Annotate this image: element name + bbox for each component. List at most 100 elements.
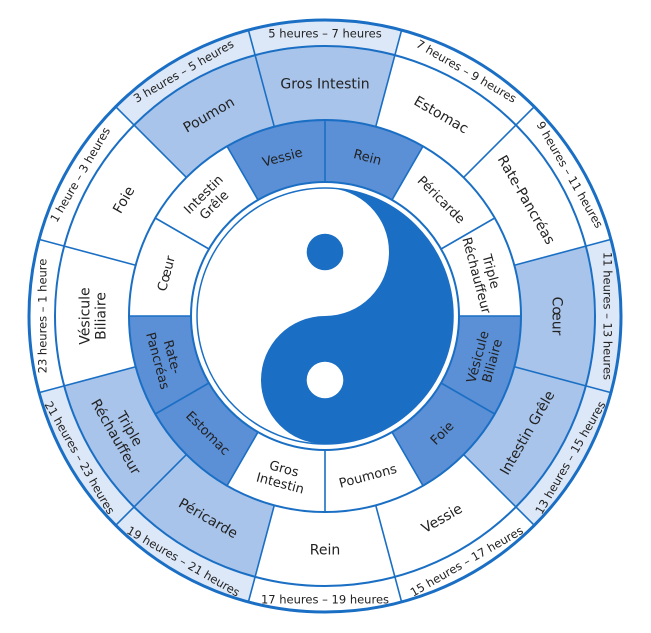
divider-line xyxy=(63,365,136,387)
inner-organ-label-line: Rein xyxy=(352,147,383,169)
time-segment-7 xyxy=(585,239,621,393)
time-segment-9 xyxy=(394,506,535,602)
inner-organ-segment-5 xyxy=(392,146,495,249)
time-segment-10 xyxy=(248,576,402,612)
time-segment-11 xyxy=(115,506,256,602)
inner-organ-segment-11 xyxy=(155,383,258,486)
time-label-10: 17 heures – 19 heures xyxy=(261,592,389,606)
time-segment-12 xyxy=(39,385,135,526)
divider-line xyxy=(391,431,424,487)
outer-organ-segment-3 xyxy=(134,55,275,178)
divider-line xyxy=(463,124,517,178)
outer-organ-label-7: Cœur xyxy=(549,297,565,336)
inner-organ-label-12: Rate-Pancréas xyxy=(142,327,186,391)
divider-line xyxy=(515,106,535,126)
outer-organ-label-line: Biliaire xyxy=(93,292,109,340)
divider-line xyxy=(394,29,403,56)
divider-line xyxy=(115,506,135,526)
inner-organ-segment-1 xyxy=(129,218,209,316)
divider-line xyxy=(154,217,210,250)
inner-organ-segment-7 xyxy=(441,316,521,414)
ring-circle xyxy=(128,119,522,513)
divider-line xyxy=(254,54,276,127)
time-label-line: 5 heures – 7 heures xyxy=(268,26,381,40)
divider-line xyxy=(374,54,396,127)
divider-line xyxy=(391,145,424,201)
inner-organ-segment-3 xyxy=(227,120,325,200)
ring-segments xyxy=(29,20,621,612)
time-segment-1 xyxy=(29,239,65,393)
divider-line xyxy=(254,505,276,578)
inner-organ-segment-10 xyxy=(227,432,325,512)
ring-circle xyxy=(54,45,596,587)
outer-organ-segment-6 xyxy=(463,125,586,266)
time-segment-8 xyxy=(515,385,611,526)
time-label-7: 11 heures – 13 heures xyxy=(601,252,615,380)
inner-organ-segment-8 xyxy=(392,383,495,486)
divider-line xyxy=(38,385,65,394)
outer-organ-label-line: Cœur xyxy=(549,297,565,336)
outer-organ-segment-7 xyxy=(514,246,595,386)
ring-circles xyxy=(27,18,623,614)
inner-organ-segment-12 xyxy=(129,316,209,414)
divider-line xyxy=(463,454,517,508)
divider-line xyxy=(585,385,612,394)
outer-organ-segment-11 xyxy=(134,454,275,577)
divider-line xyxy=(247,29,256,56)
inner-organ-label-4: Rein xyxy=(352,147,383,169)
divider-line xyxy=(440,217,496,250)
divider-line xyxy=(514,365,587,387)
yin-yang-dot-light xyxy=(306,361,344,399)
outer-organ-segment-9 xyxy=(375,454,516,577)
time-label-line: 23 heures – 1 heure xyxy=(35,259,49,374)
outer-organ-label-line: Vésicule xyxy=(77,287,93,344)
divider-line xyxy=(38,238,65,247)
inner-organ-segment-4 xyxy=(325,120,423,200)
divider-line xyxy=(394,576,403,603)
divider-line xyxy=(133,454,187,508)
outer-organ-label-10: Rein xyxy=(310,542,340,558)
yin-yang-dot-dark xyxy=(306,233,344,271)
time-segment-3 xyxy=(115,30,256,126)
outer-organ-segment-5 xyxy=(375,55,516,178)
outer-organ-segment-10 xyxy=(255,505,395,586)
divider-line xyxy=(247,576,256,603)
outer-organ-segment-2 xyxy=(64,125,187,266)
time-segment-6 xyxy=(515,106,611,247)
outer-organ-segment-4 xyxy=(255,46,395,127)
outer-organ-segment-12 xyxy=(64,366,187,507)
time-label-4: 5 heures – 7 heures xyxy=(268,26,381,40)
outer-organ-label-line: Gros Intestin xyxy=(280,76,369,92)
divider-line xyxy=(115,106,135,126)
divider-line xyxy=(226,145,259,201)
ring-dividers xyxy=(38,29,612,603)
outer-organ-label-4: Gros Intestin xyxy=(280,76,369,92)
divider-line xyxy=(133,124,187,178)
time-segment-4 xyxy=(248,20,402,56)
inner-organ-label-10: GrosIntestin xyxy=(254,456,309,498)
time-label-line: 11 heures – 13 heures xyxy=(601,252,615,380)
outer-organ-segment-8 xyxy=(463,366,586,507)
divider-line xyxy=(374,505,396,578)
divider-line xyxy=(514,245,587,267)
yin-yang-icon xyxy=(196,187,454,445)
divider-line xyxy=(585,238,612,247)
outer-organ-label-1: VésiculeBiliaire xyxy=(77,287,109,344)
ring-circle xyxy=(27,18,623,614)
outer-organ-label-line: Rein xyxy=(310,542,340,558)
outer-organ-segment-1 xyxy=(55,246,136,386)
divider-line xyxy=(226,431,259,487)
time-label-1: 23 heures – 1 heure xyxy=(35,259,49,374)
divider-line xyxy=(154,382,210,415)
divider-line xyxy=(515,506,535,526)
divider-line xyxy=(63,245,136,267)
inner-organ-segment-6 xyxy=(441,218,521,316)
time-segment-2 xyxy=(39,106,135,247)
inner-organ-segment-2 xyxy=(155,146,258,249)
time-label-line: 17 heures – 19 heures xyxy=(261,592,389,606)
time-segment-5 xyxy=(394,30,535,126)
inner-organ-segment-9 xyxy=(325,432,423,512)
divider-line xyxy=(440,382,496,415)
ring-circle xyxy=(190,181,460,451)
